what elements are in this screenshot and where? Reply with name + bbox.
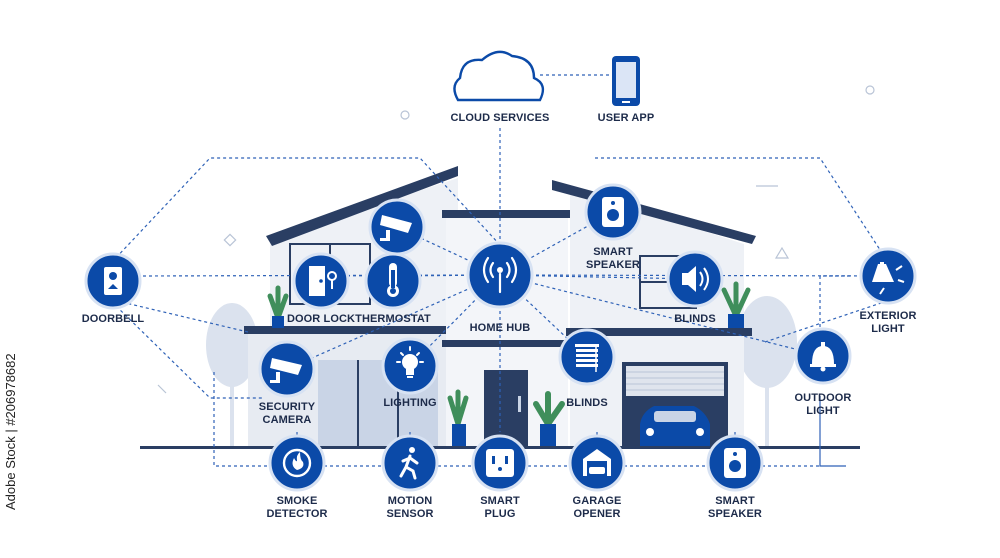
motion-sensor-label: MOTION SENSOR bbox=[386, 495, 434, 520]
garage-opener-node[interactable] bbox=[568, 434, 626, 492]
stock-watermark: Adobe Stock | #206978682 bbox=[3, 353, 18, 510]
thermometer-icon bbox=[387, 263, 399, 297]
blinds-icon bbox=[575, 344, 599, 372]
car bbox=[640, 406, 710, 446]
security-camera-node[interactable] bbox=[258, 340, 316, 398]
device-nodes bbox=[84, 183, 917, 492]
smart-speaker-top-label: SMART SPEAKER bbox=[586, 246, 640, 271]
plant-left-balcony bbox=[267, 285, 289, 328]
smoke-detector-icon bbox=[282, 448, 312, 478]
thermostat-label: THERMOSTAT bbox=[355, 313, 431, 325]
security-camera-label: SECURITY CAMERA bbox=[258, 401, 316, 426]
doorbell-icon bbox=[104, 267, 122, 295]
outdoor-light-label: OUTDOOR LIGHT bbox=[794, 392, 852, 417]
decorative-marks bbox=[157, 85, 875, 394]
speaker-icon bbox=[602, 197, 624, 227]
home-hub-node[interactable] bbox=[466, 241, 534, 309]
plant-door-right bbox=[533, 391, 565, 446]
smart-plug-label: SMART PLUG bbox=[480, 495, 520, 520]
doorbell-node[interactable] bbox=[84, 252, 142, 310]
smart-speaker-top-node[interactable] bbox=[584, 183, 642, 241]
door-lock-node[interactable] bbox=[292, 252, 350, 310]
house-illustration bbox=[140, 166, 860, 449]
garage-icon bbox=[583, 449, 611, 476]
wifi-hub-icon bbox=[482, 256, 518, 294]
blinds-right-label: BLINDS bbox=[674, 313, 716, 325]
indoor-camera-node[interactable] bbox=[368, 198, 426, 256]
plant-right-balcony bbox=[721, 281, 751, 328]
security-camera-icon bbox=[270, 358, 302, 383]
home-hub-label: HOME HUB bbox=[469, 322, 531, 334]
garage-opener-label: GARAGE OPENER bbox=[572, 495, 622, 520]
smoke-detector-label: SMOKE DETECTOR bbox=[266, 495, 328, 520]
blinds-right-node[interactable] bbox=[666, 250, 724, 308]
motion-sensor-node[interactable] bbox=[381, 434, 439, 492]
blinds-mid-node[interactable] bbox=[558, 328, 616, 386]
user-app-label: USER APP bbox=[597, 112, 655, 124]
lighting-label: LIGHTING bbox=[383, 397, 437, 409]
smart-speaker-bottom-label: SMART SPEAKER bbox=[708, 495, 762, 520]
power-outlet-icon bbox=[486, 449, 514, 477]
garage-shutter bbox=[626, 366, 724, 396]
smart-speaker-bottom-node[interactable] bbox=[706, 434, 764, 492]
smoke-detector-node[interactable] bbox=[268, 434, 326, 492]
tree-left bbox=[206, 303, 258, 448]
cloud-services-label: CLOUD SERVICES bbox=[450, 112, 550, 124]
door-lock-icon bbox=[309, 266, 337, 296]
walking-person-icon bbox=[399, 447, 419, 480]
right-floor-slab bbox=[566, 328, 752, 336]
front-door bbox=[484, 370, 528, 446]
blinds-mid-label: BLINDS bbox=[566, 397, 608, 409]
cloud-icon bbox=[453, 50, 545, 102]
exterior-light-node[interactable] bbox=[859, 247, 917, 305]
speaker-icon bbox=[724, 448, 746, 478]
left-roof bbox=[266, 166, 458, 246]
outdoor-light-node[interactable] bbox=[794, 327, 852, 385]
security-camera-icon bbox=[380, 215, 412, 241]
doorbell-label: DOORBELL bbox=[81, 313, 145, 325]
smartphone-icon bbox=[612, 56, 640, 106]
left-floor-slab bbox=[244, 326, 454, 334]
door-lock-label: DOOR LOCK bbox=[286, 313, 356, 325]
thermostat-node[interactable] bbox=[364, 252, 422, 310]
tree-right bbox=[737, 296, 797, 448]
smart-plug-node[interactable] bbox=[471, 434, 529, 492]
volume-icon bbox=[682, 266, 709, 292]
wall-lamp-icon bbox=[872, 262, 905, 295]
light-bulb-icon bbox=[396, 346, 424, 378]
plant-door-left bbox=[447, 389, 469, 446]
exterior-light-label: EXTERIOR LIGHT bbox=[859, 310, 917, 335]
bell-lamp-icon bbox=[810, 342, 836, 372]
lighting-node[interactable] bbox=[381, 337, 439, 395]
